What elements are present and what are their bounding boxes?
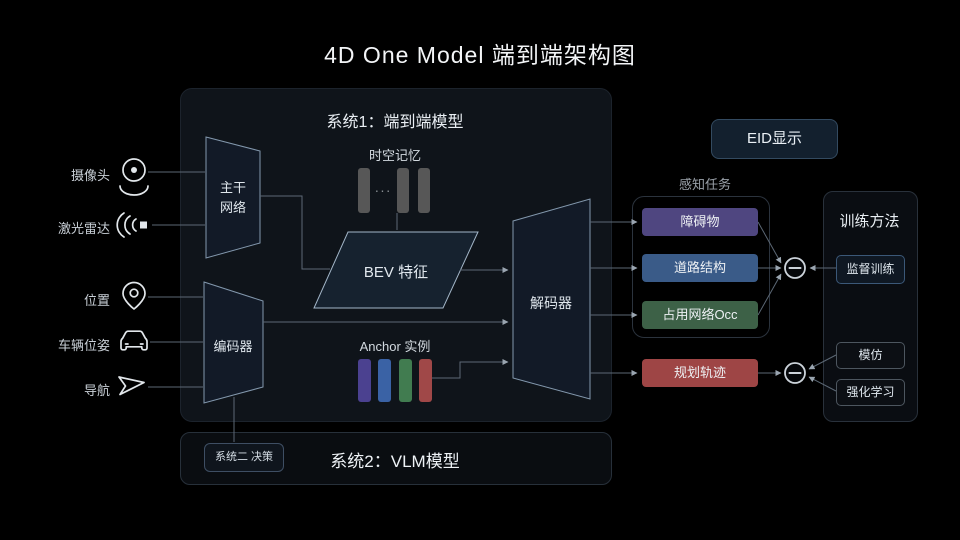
navigation-icon (118, 376, 145, 396)
memory-label: 时空记忆 (368, 148, 421, 163)
minus-circle-icon-planning (784, 362, 806, 384)
training-methods-title: 训练方法 (839, 213, 900, 230)
input-label-position: 位置 (83, 293, 110, 308)
encoder-label: 编码器 (213, 339, 253, 354)
eid-display-box: EID显示 (711, 119, 838, 159)
decoder-label: 解码器 (530, 295, 572, 311)
supervised-training-box: 监督训练 (836, 255, 905, 284)
location-icon (122, 281, 146, 310)
page-title: 4D One Model 端到端架构图 (324, 42, 636, 68)
camera-icon (119, 158, 149, 196)
input-label-camera: 摄像头 (70, 168, 110, 183)
memory-dots: ··· (374, 182, 392, 198)
input-label-lidar: 激光雷达 (57, 221, 110, 236)
system1-title: 系统1：端到端模型 (326, 114, 464, 131)
anchor-label: Anchor 实例 (359, 339, 431, 354)
bev-label: BEV 特征 (363, 264, 429, 281)
perception-tasks-label: 感知任务 (678, 177, 731, 192)
task-planning-trajectory: 规划轨迹 (642, 359, 758, 387)
memory-bar (358, 168, 370, 213)
system1-panel (180, 88, 612, 422)
system2-decision-badge: 系统二 决策 (204, 443, 284, 472)
task-obstacle: 障碍物 (642, 208, 758, 236)
input-label-nav: 导航 (83, 383, 110, 398)
car-icon (120, 330, 148, 351)
task-occupancy: 占用网络Occ (642, 301, 758, 329)
imitation-box: 模仿 (836, 342, 905, 369)
anchor-bar (419, 359, 432, 402)
anchor-bar (378, 359, 391, 402)
backbone-label: 主干网络 (219, 180, 246, 216)
lidar-icon (116, 212, 147, 238)
system2-title: 系统2：VLM模型 (330, 452, 460, 471)
memory-bar (418, 168, 430, 213)
memory-bar (397, 168, 409, 213)
task-road-structure: 道路结构 (642, 254, 758, 282)
input-label-pose: 车辆位姿 (57, 338, 110, 353)
minus-circle-icon-perception (784, 257, 806, 279)
anchor-bar (399, 359, 412, 402)
anchor-bar (358, 359, 371, 402)
reinforcement-learning-box: 强化学习 (836, 379, 905, 406)
